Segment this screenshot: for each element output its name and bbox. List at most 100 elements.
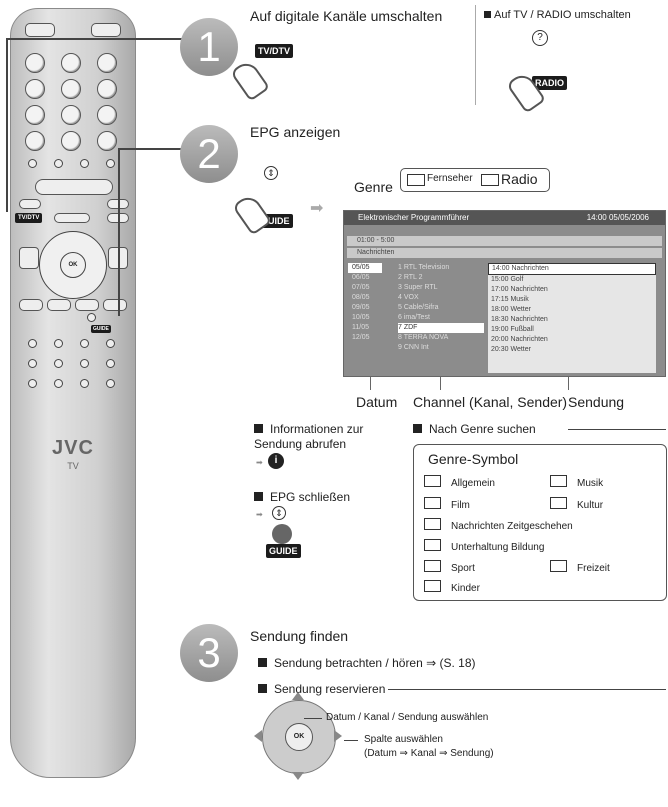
connector-line	[118, 148, 200, 150]
epg-channel[interactable]: 5 Cable/Sifra	[398, 304, 439, 311]
epg-channel[interactable]: 8 TERRA NOVA	[398, 334, 449, 341]
epg-channel[interactable]: 9 CNN Int	[398, 344, 429, 351]
epg-date[interactable]: 12/05	[352, 334, 370, 341]
epg-date[interactable]: 05/05	[348, 263, 382, 273]
small-button[interactable]	[28, 159, 37, 168]
number-button[interactable]	[61, 105, 81, 125]
step-3-dpad[interactable]: OK	[262, 700, 336, 774]
side-button[interactable]	[19, 247, 39, 269]
small-button[interactable]	[106, 339, 115, 348]
number-button[interactable]	[25, 79, 45, 99]
epg-date[interactable]: 10/05	[352, 314, 370, 321]
volume-rocker[interactable]	[35, 179, 113, 195]
number-button[interactable]	[97, 131, 117, 151]
epg-program[interactable]: 20:30 Wetter	[491, 346, 531, 353]
small-button[interactable]	[28, 359, 37, 368]
color-button[interactable]	[19, 299, 43, 311]
epg-program[interactable]: 20:00 Nachrichten	[491, 336, 548, 343]
legend-radio: Radio	[501, 171, 538, 187]
small-button[interactable]	[80, 359, 89, 368]
step-3-item2: Sendung reservieren	[258, 682, 385, 696]
epg-program[interactable]: 14:00 Nachrichten	[488, 263, 656, 275]
power-button[interactable]	[25, 23, 55, 37]
epg-program[interactable]: 18:00 Wetter	[491, 306, 531, 313]
remote-dpad[interactable]: OK	[39, 231, 107, 299]
epg-program[interactable]: 18:30 Nachrichten	[491, 316, 548, 323]
small-button[interactable]	[106, 379, 115, 388]
play-button[interactable]	[272, 524, 292, 544]
remote-ok-button[interactable]: OK	[60, 252, 86, 278]
brand-logo: JVC	[52, 437, 94, 459]
guide-key[interactable]: GUIDE	[91, 325, 111, 333]
small-button[interactable]	[54, 339, 63, 348]
musik-icon	[550, 475, 567, 487]
epg-date[interactable]: 11/05	[352, 324, 369, 331]
number-button[interactable]	[61, 79, 81, 99]
epg-program[interactable]: 17:15 Musik	[491, 296, 529, 303]
connector-line	[568, 429, 666, 430]
genre-symbol-box: Genre-Symbol Allgemein Musik Film Kultur…	[413, 444, 667, 601]
number-button[interactable]	[25, 131, 45, 151]
info-button[interactable]: i	[268, 453, 284, 469]
epg-date[interactable]: 08/05	[352, 294, 370, 301]
connector-line	[304, 718, 322, 719]
small-button[interactable]	[106, 359, 115, 368]
epg-channel[interactable]: 4 VOX	[398, 294, 419, 301]
arrow-small-icon: ➡	[256, 458, 263, 467]
number-button[interactable]	[97, 105, 117, 125]
epg-dates: 05/05 06/05 07/05 08/05 09/05 10/05 11/0…	[348, 263, 382, 343]
allgemein-icon	[424, 475, 441, 487]
epg-channel[interactable]: 7 ZDF	[398, 323, 484, 333]
epg-program[interactable]: 15:00 Golf	[491, 276, 524, 283]
small-button[interactable]	[80, 159, 89, 168]
pointer-line	[568, 376, 569, 390]
number-button[interactable]	[61, 131, 81, 151]
small-button[interactable]	[80, 339, 89, 348]
number-button[interactable]	[97, 53, 117, 73]
genre-kinder: Kinder	[424, 580, 480, 594]
small-button[interactable]	[28, 379, 37, 388]
color-button[interactable]	[75, 299, 99, 311]
tvdtv-button[interactable]: TV/DTV	[255, 44, 294, 58]
epg-channel[interactable]: 2 RTL 2	[398, 274, 423, 281]
connector-line	[6, 38, 8, 212]
pointer-line	[440, 376, 441, 390]
guide-close-button[interactable]: GUIDE	[266, 544, 301, 558]
epg-date[interactable]: 07/05	[352, 284, 370, 291]
number-button[interactable]	[25, 105, 45, 125]
number-button[interactable]	[97, 79, 117, 99]
side-button[interactable]	[19, 199, 41, 209]
color-button[interactable]	[47, 299, 71, 311]
tvdtv-key[interactable]: TV/DTV	[15, 213, 43, 223]
genre-allgemein: Allgemein	[424, 475, 495, 489]
menu-button[interactable]	[54, 213, 90, 223]
small-button[interactable]	[54, 359, 63, 368]
label-sendung: Sendung	[568, 394, 625, 410]
step-2-circle: 2	[180, 125, 238, 183]
small-button[interactable]	[28, 339, 37, 348]
color-button[interactable]	[103, 299, 127, 311]
epg-program[interactable]: 17:00 Nachrichten	[491, 286, 548, 293]
epg-channel[interactable]: 6 ima/Test	[398, 314, 430, 321]
arrow-down-icon	[292, 772, 304, 780]
small-button[interactable]	[54, 159, 63, 168]
number-button[interactable]	[61, 53, 81, 73]
freizeit-icon	[550, 560, 567, 572]
small-button[interactable]	[87, 313, 96, 322]
number-button[interactable]	[25, 53, 45, 73]
radio-button[interactable]: RADIO	[532, 76, 567, 90]
epg-channel[interactable]: 1 RTL Television	[398, 264, 450, 271]
ok-button[interactable]: OK	[285, 723, 313, 751]
small-button[interactable]	[54, 379, 63, 388]
epg-program[interactable]: 19:00 Fußball	[491, 326, 534, 333]
genre-label: Genre	[354, 179, 393, 195]
epg-channel[interactable]: 3 Super RTL	[398, 284, 438, 291]
small-button[interactable]	[80, 379, 89, 388]
search-text: Nach Genre suchen	[413, 422, 536, 436]
step-1-title: Auf digitale Kanäle umschalten	[250, 8, 443, 24]
top-right-button[interactable]	[91, 23, 121, 37]
epg-date[interactable]: 06/05	[352, 274, 370, 281]
epg-time: 14:00 05/05/2006	[586, 213, 649, 222]
small-button[interactable]	[106, 159, 115, 168]
epg-date[interactable]: 09/05	[352, 304, 370, 311]
